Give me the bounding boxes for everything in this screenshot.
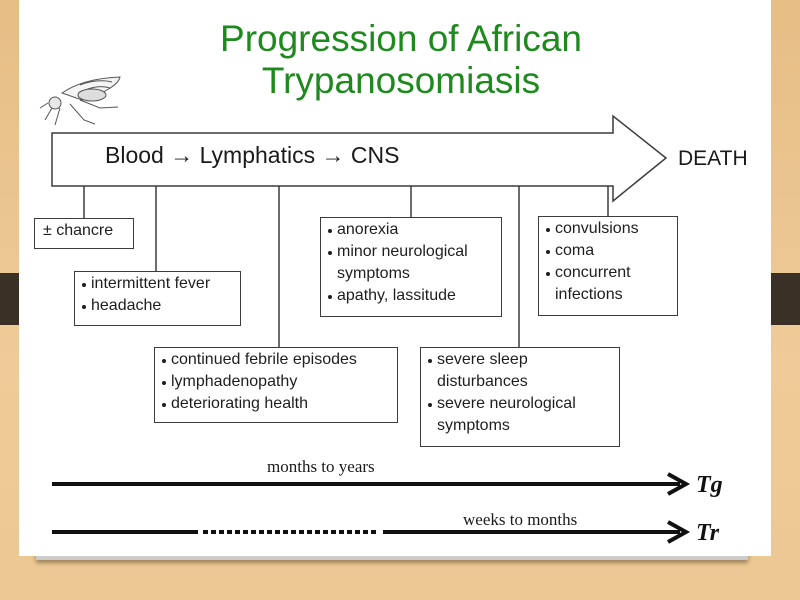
timeline-tr-end: Tr <box>696 520 720 546</box>
box-neuro-minor: anorexia minor neurological symptoms apa… <box>320 217 502 317</box>
list-item: concurrent infections <box>545 262 669 306</box>
list-item: apathy, lassitude <box>327 285 493 307</box>
list-item: headache <box>81 295 232 317</box>
box-chancre: ± chancre <box>34 218 134 249</box>
list-item: continued febrile episodes <box>161 349 389 371</box>
timeline-tr-arrowhead <box>667 520 691 544</box>
death-label: DEATH <box>678 147 748 170</box>
list-item: severe sleep disturbances <box>427 349 611 393</box>
timeline-tg-label: months to years <box>267 457 375 476</box>
list-item: intermittent fever <box>81 273 232 295</box>
timeline-tg-end: Tg <box>696 472 723 498</box>
box-febrile: continued febrile episodes lymphadenopat… <box>154 347 398 423</box>
list-item: minor neurological symptoms <box>327 241 493 285</box>
stages-label: Blood → Lymphatics → CNS <box>105 142 400 168</box>
box-terminal: convulsions coma concurrent infections <box>538 216 678 316</box>
timeline-tg-arrowhead <box>667 472 691 496</box>
slide-title: Progression of African Trypanosomiasis <box>0 18 800 102</box>
box-fever: intermittent fever headache <box>74 271 241 326</box>
list-item: convulsions <box>545 218 669 240</box>
chancre-text: ± chancre <box>43 222 114 239</box>
timeline-tr <box>52 520 691 544</box>
timeline-tr-label: weeks to months <box>463 510 578 529</box>
list-item: severe neurological symptoms <box>427 393 611 437</box>
list-item: anorexia <box>327 219 493 241</box>
list-item: lymphadenopathy <box>161 371 389 393</box>
timeline-tg <box>52 472 691 496</box>
tsetse-fly-icon <box>39 76 121 126</box>
progression-arrow <box>51 114 668 203</box>
box-sleep: severe sleep disturbances severe neurolo… <box>420 347 620 447</box>
list-item: coma <box>545 240 669 262</box>
list-item: deteriorating health <box>161 393 389 415</box>
connector-lines <box>83 186 609 347</box>
title-line-2: Trypanosomiasis <box>261 60 541 101</box>
title-line-1: Progression of African <box>220 18 582 59</box>
